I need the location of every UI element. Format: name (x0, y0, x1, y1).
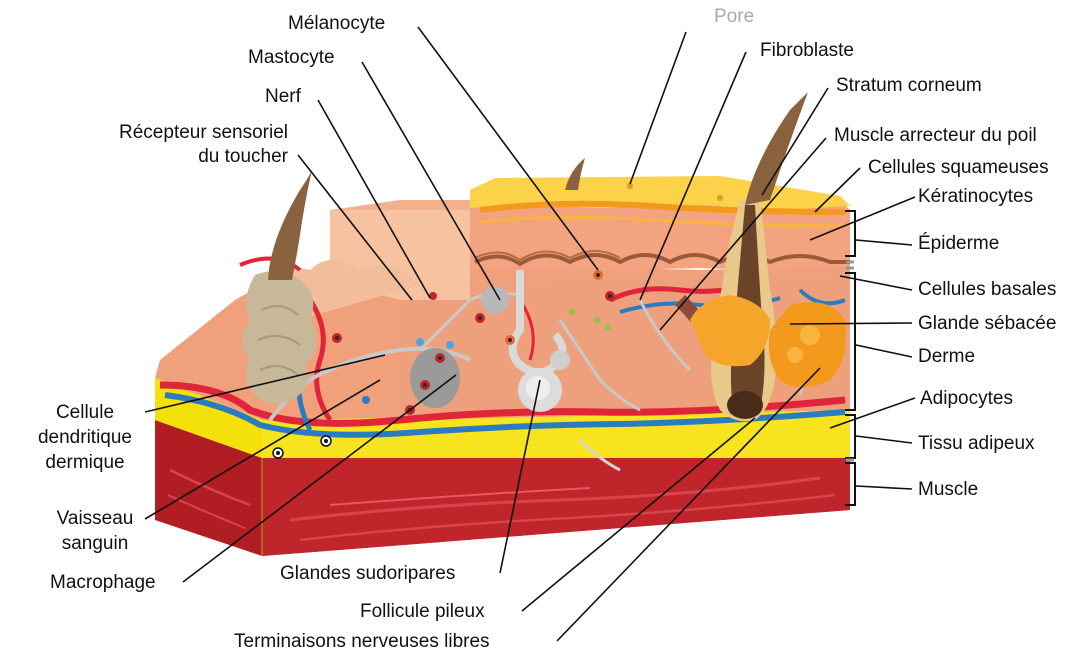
label-recepteur-1: Récepteur sensoriel (78, 122, 288, 144)
label-mastocyte: Mastocyte (248, 47, 335, 69)
label-epiderme: Épiderme (918, 233, 999, 255)
label-melanocyte: Mélanocyte (288, 13, 385, 35)
label-pore: Pore (714, 6, 754, 28)
label-stratum-corneum: Stratum corneum (836, 75, 982, 97)
label-cellule-3: dermique (22, 452, 148, 474)
label-adipocytes: Adipocytes (920, 388, 1013, 410)
label-cellules-basales: Cellules basales (918, 279, 1056, 301)
label-cellule-2: dendritique (22, 427, 148, 449)
label-cellules-squameuses: Cellules squameuses (868, 157, 1049, 179)
label-glandes-sudoripares: Glandes sudoripares (280, 563, 455, 585)
label-muscle: Muscle (918, 479, 978, 501)
label-vaisseau-1: Vaisseau (40, 508, 150, 530)
label-follicule-pileux: Follicule pileux (360, 601, 485, 623)
label-terminaisons: Terminaisons nerveuses libres (234, 631, 490, 653)
label-tissu-adipeux: Tissu adipeux (918, 433, 1035, 455)
label-muscle-arrecteur: Muscle arrecteur du poil (834, 125, 1037, 147)
label-macrophage: Macrophage (50, 572, 156, 594)
label-glande-sebacee: Glande sébacée (918, 313, 1056, 335)
label-nerf: Nerf (265, 86, 301, 108)
label-keratinocytes: Kératinocytes (918, 186, 1033, 208)
epidermis-layer (470, 176, 850, 270)
label-fibroblaste: Fibroblaste (760, 40, 854, 62)
label-recepteur-2: du toucher (78, 146, 288, 168)
sensory-receptor (243, 170, 317, 404)
label-derme: Derme (918, 346, 975, 368)
label-vaisseau-2: sanguin (40, 533, 150, 555)
label-cellule-1: Cellule (22, 402, 148, 424)
pore-dot-2 (717, 195, 723, 201)
